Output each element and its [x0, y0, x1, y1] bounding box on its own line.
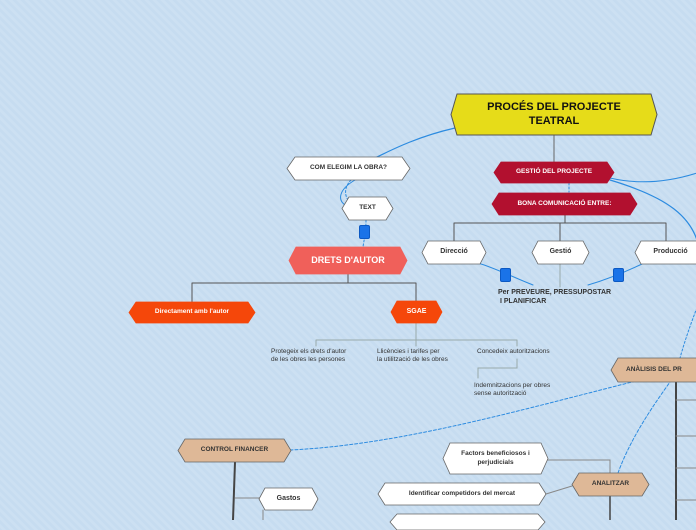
node-text[interactable]: TEXT	[341, 196, 394, 221]
drag-handle[interactable]	[359, 225, 370, 239]
note-protegeix: Protegeix els drets d'autor de les obres…	[271, 348, 347, 364]
node-directament-label: Directament amb l'autor	[154, 308, 230, 316]
drag-handle[interactable]	[613, 268, 624, 282]
note-llicencies: Llicències i tarifes per la utilització …	[377, 348, 448, 364]
node-analitzar[interactable]: ANALITZAR	[571, 472, 650, 497]
node-produccio-label: Producció	[653, 248, 688, 256]
node-factors-label: Factors beneficiosos i perjudicials	[461, 450, 530, 466]
node-direccio-label: Direcció	[440, 248, 468, 256]
note-indemnitzacions: Indemnitzacions per obres sense autoritz…	[474, 382, 551, 398]
node-identificar[interactable]: Identificar competidors del mercat	[377, 482, 547, 506]
node-produccio[interactable]: Producció	[634, 240, 696, 265]
connector-bona-children	[453, 214, 667, 242]
node-drets-autor-label: DRETS D'AUTOR	[311, 254, 385, 265]
node-analitzar-label: ANALITZAR	[591, 480, 630, 488]
connector-control-analisis	[289, 379, 641, 451]
node-sgae-label: SGAE	[406, 307, 427, 315]
node-analisis[interactable]: ANÀLISIS DEL PR	[610, 357, 696, 383]
note-per-preveure: Per PREVEURE, PRESSUPOSTAR I PLANIFICAR	[498, 289, 612, 306]
node-gestio-projecte[interactable]: GESTIÓ DEL PROJECTE	[493, 161, 615, 184]
node-gestio-projecte-label: GESTIÓ DEL PROJECTE	[515, 168, 593, 176]
node-gastos-label: Gastos	[276, 494, 301, 502]
connector-sgae-notes	[315, 322, 518, 347]
node-text-label: TEXT	[359, 204, 376, 212]
drag-handle[interactable]	[500, 268, 511, 282]
node-identificar-label: Identificar competidors del mercat	[408, 489, 516, 497]
node-title[interactable]: PROCÉS DEL PROJECTE TEATRAL	[450, 93, 658, 136]
node-control-financer[interactable]: CONTROL FINANCER	[177, 438, 292, 463]
node-com-elegim-label: COM ELEGIM LA OBRA?	[309, 164, 388, 172]
node-gastos[interactable]: Gastos	[258, 487, 319, 511]
connector-com-elegim-text	[340, 179, 356, 206]
note-concedeix: Concedeix autoritzacions	[477, 348, 550, 355]
connector-drets-children	[191, 273, 417, 303]
node-sgae[interactable]: SGAE	[390, 300, 443, 324]
node-direccio[interactable]: Direcció	[421, 240, 487, 265]
node-directament[interactable]: Directament amb l'autor	[128, 301, 256, 324]
node-factors[interactable]: Factors beneficiosos i perjudicials	[442, 442, 549, 475]
node-bona-comunicacio-label: BONA COMUNICACIÓ ENTRE:	[517, 199, 612, 207]
node-analisis-label: ANÀLISIS DEL PR	[626, 365, 682, 373]
node-title-label: PROCÉS DEL PROJECTE TEATRAL	[487, 100, 621, 127]
node-com-elegim[interactable]: COM ELEGIM LA OBRA?	[286, 156, 411, 181]
node-bona-comunicacio[interactable]: BONA COMUNICACIÓ ENTRE:	[491, 192, 638, 216]
node-partial-bottom[interactable]	[389, 513, 546, 530]
connector-title-com-elegim	[374, 127, 456, 159]
node-control-financer-label: CONTROL FINANCER	[200, 446, 269, 454]
connector-text-drets	[362, 219, 367, 248]
node-drets-autor[interactable]: DRETS D'AUTOR	[288, 246, 408, 275]
node-gestio[interactable]: Gestió	[531, 240, 590, 265]
node-gestio-label: Gestió	[549, 248, 572, 256]
